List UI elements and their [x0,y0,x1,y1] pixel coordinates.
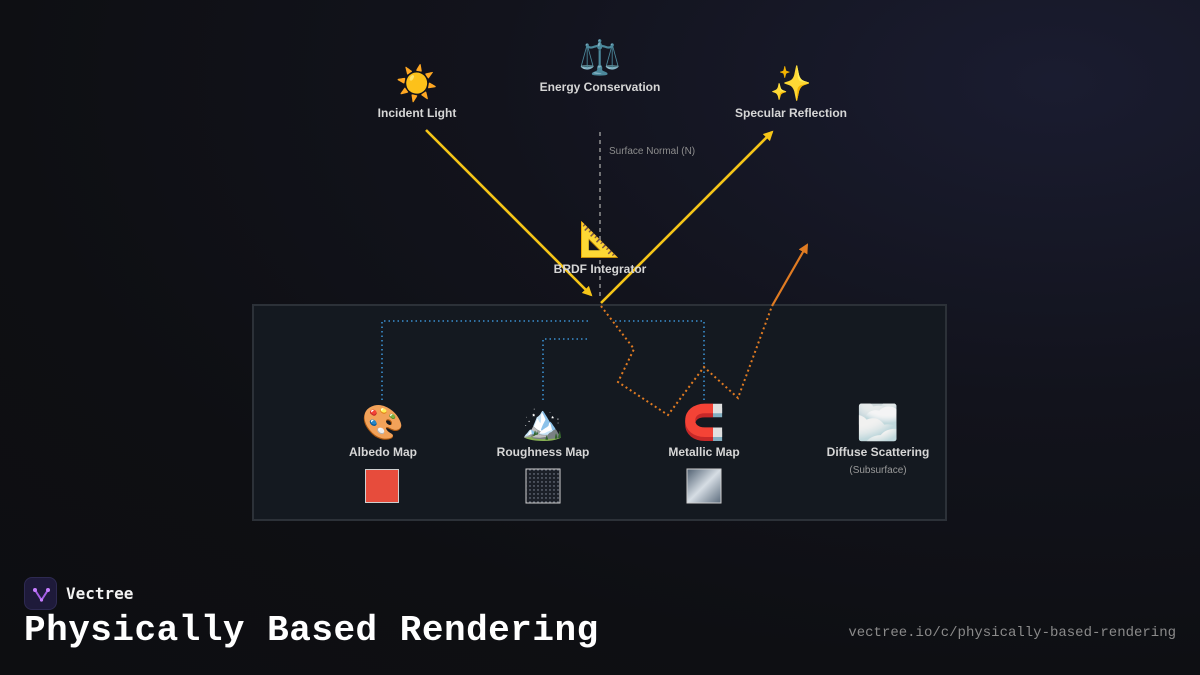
albedo-swatch [365,469,399,503]
metallic-map-label: Metallic Map [668,445,740,459]
brand-name: Vectree [66,584,134,603]
albedo-connector [381,320,588,400]
roughness-map-label: Roughness Map [496,445,590,459]
albedo-map-node: 🎨 Albedo Map [349,403,417,459]
diffuse-scattering-label: Diffuse Scattering [826,445,930,459]
incident-ray [425,129,593,297]
specular-ray [600,130,774,304]
diffuse-exit-ray [771,243,808,307]
balance-scale-icon: ⚖️ [578,38,622,78]
roughness-map-node: 🏔️ Roughness Map [497,403,590,459]
brdf-integrator-node: 📐 BRDF Integrator [554,220,647,276]
sun-icon: ☀️ [395,64,439,104]
palette-icon: 🎨 [361,403,405,443]
metallic-connector [612,320,705,400]
triangle-ruler-icon: 📐 [578,220,622,260]
albedo-map-label: Albedo Map [349,445,417,459]
brdf-integrator-label: BRDF Integrator [553,262,647,276]
roughness-swatch [525,468,561,504]
metallic-map-node: 🧲 Metallic Map [668,403,739,459]
magnet-icon: 🧲 [682,403,726,443]
energy-conservation-label: Energy Conservation [539,80,661,94]
energy-conservation-node: ⚖️ Energy Conservation [540,38,661,94]
diffuse-scattering-sublabel: (Subsurface) [849,465,907,476]
diffuse-scattering-node: 🌫️ Diffuse Scattering (Subsurface) [827,403,930,476]
fog-icon: 🌫️ [856,403,900,443]
surface-normal-label: Surface Normal (N) [609,146,696,157]
roughness-connector [542,338,590,400]
metallic-swatch [686,468,722,504]
incident-light-label: Incident Light [377,106,457,120]
brand-logo-icon [24,577,57,610]
incident-light-node: ☀️ Incident Light [378,64,457,120]
sparkles-icon: ✨ [769,64,813,104]
page-url[interactable]: vectree.io/c/physically-based-rendering [848,625,1176,641]
specular-reflection-label: Specular Reflection [734,106,848,120]
mountain-icon: 🏔️ [521,403,565,443]
page-title: Physically Based Rendering [24,610,599,651]
diffuse-scatter-path [600,305,773,417]
specular-reflection-node: ✨ Specular Reflection [735,64,847,120]
